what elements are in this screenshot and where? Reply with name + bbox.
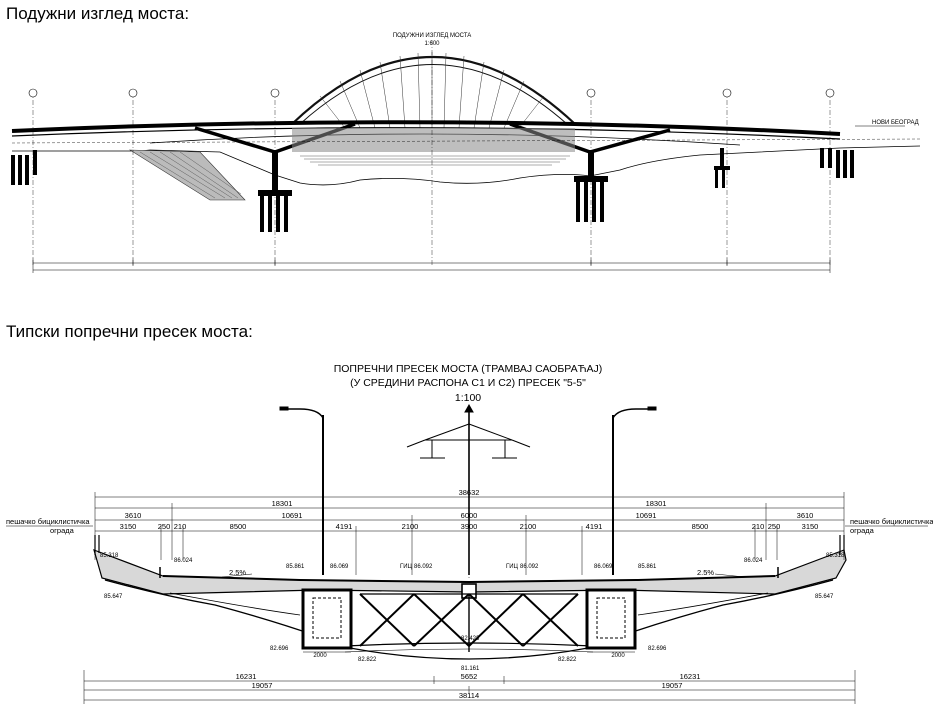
- deck: [11, 120, 841, 166]
- street-light-right: [612, 406, 657, 575]
- dim-seg-3150-left: 3150: [120, 522, 137, 531]
- terrain: [11, 138, 921, 186]
- longitudinal-scale: 1:600: [424, 41, 440, 47]
- dim-center-6000: 6000: [461, 511, 478, 520]
- dim-seg-2100-right: 2100: [520, 522, 537, 531]
- dim-bottom-19057-right: 19057: [662, 681, 683, 690]
- longitudinal-section-heading: Подужни изглед моста:: [6, 4, 190, 23]
- cross-section-drawing: ПОПРЕЧНИ ПРЕСЕК МОСТА (ТРАМВАЈ САОБРАЋАЈ…: [6, 363, 933, 704]
- dim-seg-250-right: 250: [768, 522, 781, 531]
- dim-top-total: 38632: [459, 488, 480, 497]
- dim-box-left: 2000: [313, 653, 327, 659]
- slope-left: 2.5%: [229, 568, 246, 577]
- dim-seg-2100-left: 2100: [402, 522, 419, 531]
- cross-bracing-truss: [359, 593, 579, 652]
- piers: [11, 148, 854, 232]
- dim-seg-4191-right: 4191: [586, 522, 603, 531]
- railing-left-label-1: пешачко бициклистичка: [6, 517, 90, 526]
- elev-81161: 81.161: [461, 666, 480, 672]
- box-girder-right: [585, 588, 637, 650]
- elev-86069-left: 86.069: [330, 564, 349, 570]
- elev-86024-right: 86.024: [744, 558, 763, 564]
- longitudinal-drawing: ПОДУЖНИ ИЗГЛЕД МОСТА 1:600: [11, 33, 921, 273]
- elev-85861-right: 85.861: [638, 564, 657, 570]
- elev-82696-left: 82.696: [270, 646, 289, 652]
- deck-slab: [93, 549, 847, 595]
- dim-right-half: 18301: [646, 499, 667, 508]
- dim-right-3610: 3610: [797, 511, 814, 520]
- direction-label: НОВИ БЕОГРАД: [872, 120, 919, 126]
- dim-bottom-19057-left: 19057: [252, 681, 273, 690]
- dim-left-half: 18301: [272, 499, 293, 508]
- railing-left-label-2: ограда: [50, 526, 75, 535]
- elev-85861-left: 85.861: [286, 564, 305, 570]
- elev-82696-right: 82.696: [648, 646, 667, 652]
- dim-seg-210-right: 210: [752, 522, 765, 531]
- dim-bottom-16231-right: 16231: [680, 672, 701, 681]
- dim-box-right: 2000: [611, 653, 625, 659]
- elev-85647-right: 85.647: [815, 594, 834, 600]
- pier-axis-lines: [32, 40, 831, 265]
- street-light-left: [279, 406, 324, 575]
- dim-seg-3150-right: 3150: [802, 522, 819, 531]
- elev-86069-right: 86.069: [594, 564, 613, 570]
- longitudinal-title: ПОДУЖНИ ИЗГЛЕД МОСТА: [393, 33, 471, 39]
- dim-bottom-total: 38114: [459, 691, 479, 700]
- elev-86092-right: 86.092: [520, 564, 539, 570]
- dim-seg-8500-left: 8500: [230, 522, 247, 531]
- elev-86024-left: 86.024: [174, 558, 193, 564]
- cross-scale: 1:100: [455, 392, 481, 404]
- slope-right: 2.5%: [697, 568, 714, 577]
- dim-right-10691: 10691: [636, 511, 657, 520]
- top-dimension-lines: [94, 492, 845, 578]
- railing-right-label-1: пешачко бициклистичка: [850, 517, 933, 526]
- elev-82423: 82.423: [461, 636, 480, 642]
- elev-82822-left: 82.822: [358, 657, 377, 663]
- elev-85647-left: 85.647: [104, 594, 123, 600]
- axis-markers: [28, 88, 835, 98]
- box-girder-left: [301, 588, 353, 650]
- dim-left-10691: 10691: [282, 511, 303, 520]
- gic-right: ГИЦ: [506, 564, 519, 570]
- dim-bottom-5652: 5652: [461, 672, 478, 681]
- elevation-labels: 85.318 85.318 86.024 86.024 85.861 85.86…: [100, 553, 845, 672]
- cross-section-heading: Типски попречни пресек моста:: [6, 322, 253, 341]
- dim-seg-210-left: 210: [174, 522, 187, 531]
- dim-bottom-16231-left: 16231: [236, 672, 257, 681]
- dim-left-3610: 3610: [125, 511, 142, 520]
- elev-86092-left: 86.092: [414, 564, 433, 570]
- arch: [291, 52, 576, 129]
- bottom-dimension-lines: [83, 670, 856, 704]
- cross-title-line1: ПОПРЕЧНИ ПРЕСЕК МОСТА (ТРАМВАЈ САОБРАЋАЈ…: [334, 363, 603, 375]
- cross-title-line2: (У СРЕДИНИ РАСПОНА С1 И С2) ПРЕСЕК "5-5": [350, 377, 586, 389]
- dim-seg-250-left: 250: [158, 522, 171, 531]
- longitudinal-dimension-lines: [32, 258, 831, 273]
- dim-seg-3900: 3900: [461, 522, 478, 531]
- railing-right-label-2: ограда: [850, 526, 875, 535]
- elev-85318-right: 85.318: [826, 553, 845, 559]
- embankment: [128, 149, 246, 201]
- elev-85318-left: 85.318: [100, 553, 119, 559]
- dim-seg-8500-right: 8500: [692, 522, 709, 531]
- dim-seg-4191-left: 4191: [336, 522, 353, 531]
- gic-left: ГИЦ: [400, 564, 413, 570]
- elev-82822-right: 82.822: [558, 657, 577, 663]
